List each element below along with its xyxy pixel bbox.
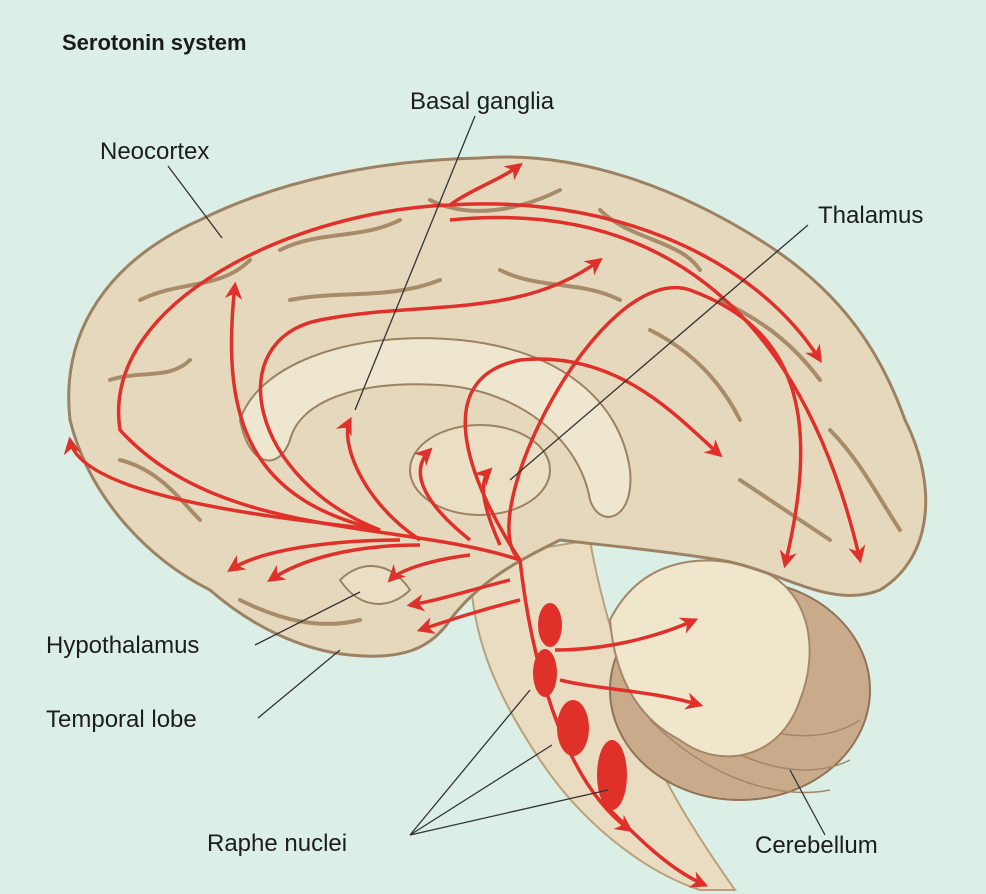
label-temporal-lobe: Temporal lobe [46,706,197,733]
serotonin-pathway-arrow [507,285,803,569]
serotonin-pathway-arrow [416,598,521,634]
diagram-title: Serotonin system [62,30,247,55]
raphe-nuclei [533,603,627,810]
serotonin-pathway-arrow [413,447,472,542]
leader-lines [167,115,826,836]
serotonin-pathway-arrow [227,538,401,572]
label-cerebellum: Cerebellum [755,832,878,859]
corpus-callosum [238,337,632,518]
serotonin-pathway-arrow [63,436,381,532]
serotonin-pathway-arrow [267,543,421,582]
label-hypothalamus: Hypothalamus [46,632,200,659]
label-basal-ganglia: Basal ganglia [410,88,555,115]
serotonin-pathway-arrow [258,257,603,532]
serotonin-pathway-arrow [473,467,502,546]
cerebellum-arbor [608,559,811,758]
serotonin-pathway-arrow [448,162,523,207]
serotonin-pathway-arrow [387,553,471,583]
serotonin-pathway-arrow [335,416,421,542]
serotonin-pathway-arrow [554,617,699,652]
label-raphe-nuclei: Raphe nuclei [207,830,348,857]
label-neocortex: Neocortex [100,138,210,165]
serotonin-pathway-arrow [598,798,709,888]
serotonin-pathway-arrow [224,281,381,532]
serotonin-pathway-arrow [559,678,704,710]
serotonin-pathway-arrow [406,578,511,612]
label-thalamus: Thalamus [818,202,924,229]
serotonin-pathway-arrow [449,215,866,564]
